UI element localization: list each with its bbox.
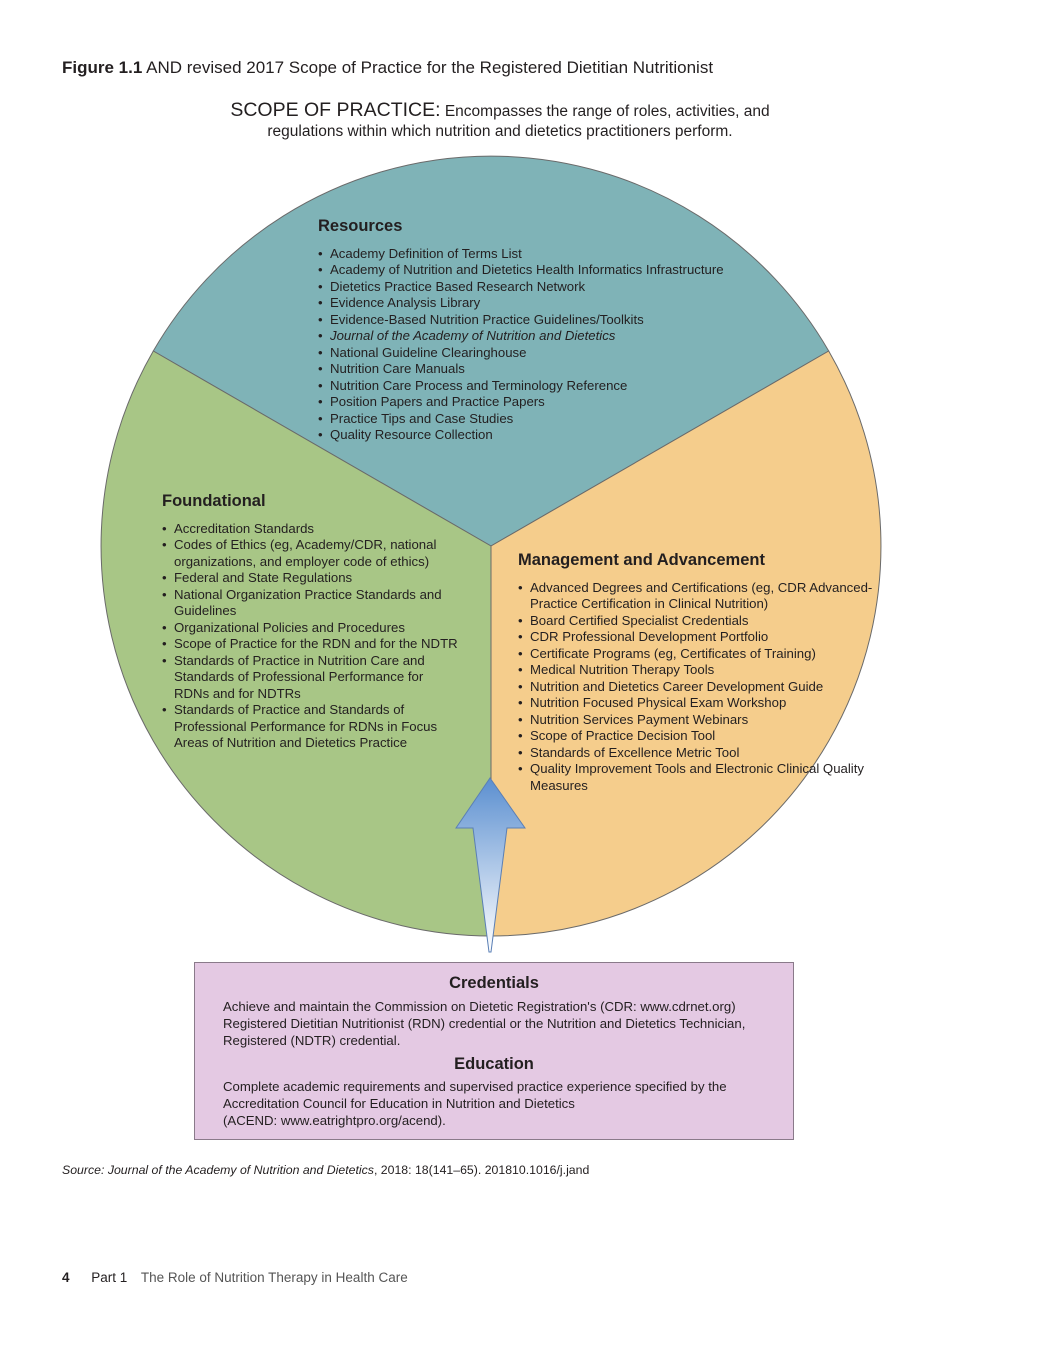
list-item: Organizational Policies and Procedures — [162, 620, 462, 637]
figure-label: Figure 1.1 — [62, 58, 143, 77]
resources-section: Resources Academy Definition of Terms Li… — [318, 218, 778, 444]
education-line-3: (ACEND: www.eatrightpro.org/acend). — [223, 1113, 446, 1128]
list-item: Dietetics Practice Based Research Networ… — [318, 279, 778, 296]
up-arrow-icon — [455, 777, 526, 953]
foundational-title: Foundational — [162, 492, 266, 510]
credentials-line-3: Registered (NDTR) credential. — [223, 1033, 401, 1048]
foundational-list: Accreditation Standards Codes of Ethics … — [162, 521, 462, 752]
list-item: Evidence Analysis Library — [318, 295, 778, 312]
scope-definition: SCOPE OF PRACTICE: Encompasses the range… — [180, 100, 820, 142]
list-item: Academy Definition of Terms List — [318, 246, 778, 263]
list-item: Nutrition Care Process and Terminology R… — [318, 378, 778, 395]
list-item: Quality Improvement Tools and Electronic… — [518, 761, 878, 794]
list-item: Medical Nutrition Therapy Tools — [518, 662, 878, 679]
list-item: Advanced Degrees and Certifications (eg,… — [518, 580, 878, 613]
list-item: Federal and State Regulations — [162, 570, 462, 587]
scope-line-2: regulations within which nutrition and d… — [267, 123, 733, 140]
list-item: Standards of Practice in Nutrition Care … — [162, 653, 462, 703]
list-item: Journal of the Academy of Nutrition and … — [318, 328, 778, 345]
list-item: Academy of Nutrition and Dietetics Healt… — [318, 262, 778, 279]
list-item: Scope of Practice Decision Tool — [518, 728, 878, 745]
list-item: Certificate Programs (eg, Certificates o… — [518, 646, 878, 663]
resources-title: Resources — [318, 217, 403, 235]
education-title: Education — [454, 1055, 534, 1073]
management-section: Management and Advancement Advanced Degr… — [518, 552, 878, 794]
credentials-education-box: Credentials Achieve and maintain the Com… — [194, 962, 794, 1140]
list-item: National Guideline Clearinghouse — [318, 345, 778, 362]
list-item: Codes of Ethics (eg, Academy/CDR, nation… — [162, 537, 462, 570]
list-item: National Organization Practice Standards… — [162, 587, 462, 620]
list-item: Evidence-Based Nutrition Practice Guidel… — [318, 312, 778, 329]
list-item: Nutrition and Dietetics Career Developme… — [518, 679, 878, 696]
figure-title: Figure 1.1 AND revised 2017 Scope of Pra… — [62, 58, 713, 78]
page-footer: 4 Part 1 The Role of Nutrition Therapy i… — [62, 1270, 408, 1285]
list-item: CDR Professional Development Portfolio — [518, 629, 878, 646]
education-line-1: Complete academic requirements and super… — [223, 1079, 727, 1094]
list-item: Board Certified Specialist Credentials — [518, 613, 878, 630]
footer-chapter: The Role of Nutrition Therapy in Health … — [140, 1270, 408, 1285]
management-title: Management and Advancement — [518, 551, 765, 569]
list-item: Nutrition Focused Physical Exam Workshop — [518, 695, 878, 712]
figure-title-text: AND revised 2017 Scope of Practice for t… — [146, 58, 714, 77]
list-item: Quality Resource Collection — [318, 427, 778, 444]
list-item: Nutrition Care Manuals — [318, 361, 778, 378]
list-item: Practice Tips and Case Studies — [318, 411, 778, 428]
footer-part: Part 1 — [91, 1270, 128, 1285]
foundational-section: Foundational Accreditation Standards Cod… — [162, 493, 462, 752]
scope-heading: SCOPE OF PRACTICE: — [230, 99, 441, 121]
credentials-title: Credentials — [449, 974, 539, 992]
source-citation: Source: Journal of the Academy of Nutrit… — [62, 1163, 589, 1177]
source-details: , 2018: 18(141–65). 201810.1016/j.jand — [373, 1163, 590, 1177]
credentials-line-2: Registered Dietitian Nutritionist (RDN) … — [223, 1016, 746, 1031]
source-journal: Journal of the Academy of Nutrition and … — [107, 1163, 374, 1177]
list-item: Position Papers and Practice Papers — [318, 394, 778, 411]
credentials-line-1: Achieve and maintain the Commission on D… — [223, 999, 736, 1014]
management-list: Advanced Degrees and Certifications (eg,… — [518, 580, 878, 795]
list-item: Accreditation Standards — [162, 521, 462, 538]
resources-list: Academy Definition of Terms List Academy… — [318, 246, 778, 444]
scope-line-1: Encompasses the range of roles, activiti… — [444, 103, 770, 120]
source-label: Source: — [62, 1163, 105, 1177]
list-item: Scope of Practice for the RDN and for th… — [162, 636, 462, 653]
list-item: Standards of Excellence Metric Tool — [518, 745, 878, 762]
list-item: Nutrition Services Payment Webinars — [518, 712, 878, 729]
page-number: 4 — [62, 1270, 70, 1285]
list-item: Standards of Practice and Standards of P… — [162, 702, 462, 752]
education-line-2: Accreditation Council for Education in N… — [223, 1096, 575, 1111]
